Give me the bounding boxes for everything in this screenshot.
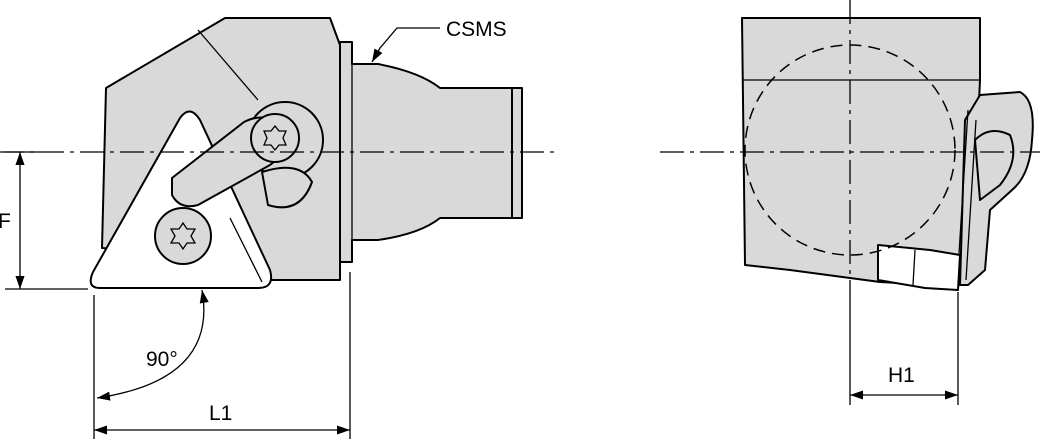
label-f: F	[0, 210, 11, 233]
label-h1: H1	[888, 364, 915, 387]
clamp-screw-torx-icon	[263, 124, 287, 152]
insert-screw-head	[154, 207, 212, 265]
front-insert-corner	[877, 244, 961, 291]
front-view: H1	[660, 0, 1040, 405]
csms-leader	[371, 27, 440, 63]
label-csms: CSMS	[446, 18, 507, 41]
front-lever-part	[974, 130, 1015, 201]
insert-clearance-line	[229, 217, 263, 283]
insert-screw-torx-icon	[169, 221, 197, 251]
coupling-shank	[339, 41, 523, 263]
body-edge-line	[197, 29, 259, 101]
label-angle: 90°	[146, 348, 178, 371]
front-insert-line	[912, 249, 916, 286]
label-l1: L1	[209, 402, 232, 425]
angle-arc	[96, 289, 209, 401]
clamp-lobe	[261, 166, 313, 209]
clamp-screw-head	[250, 113, 300, 163]
side-view: CSMS F 90° L1	[0, 17, 558, 439]
front-edge-line-2	[965, 119, 977, 281]
front-edge-line-1	[957, 109, 969, 271]
